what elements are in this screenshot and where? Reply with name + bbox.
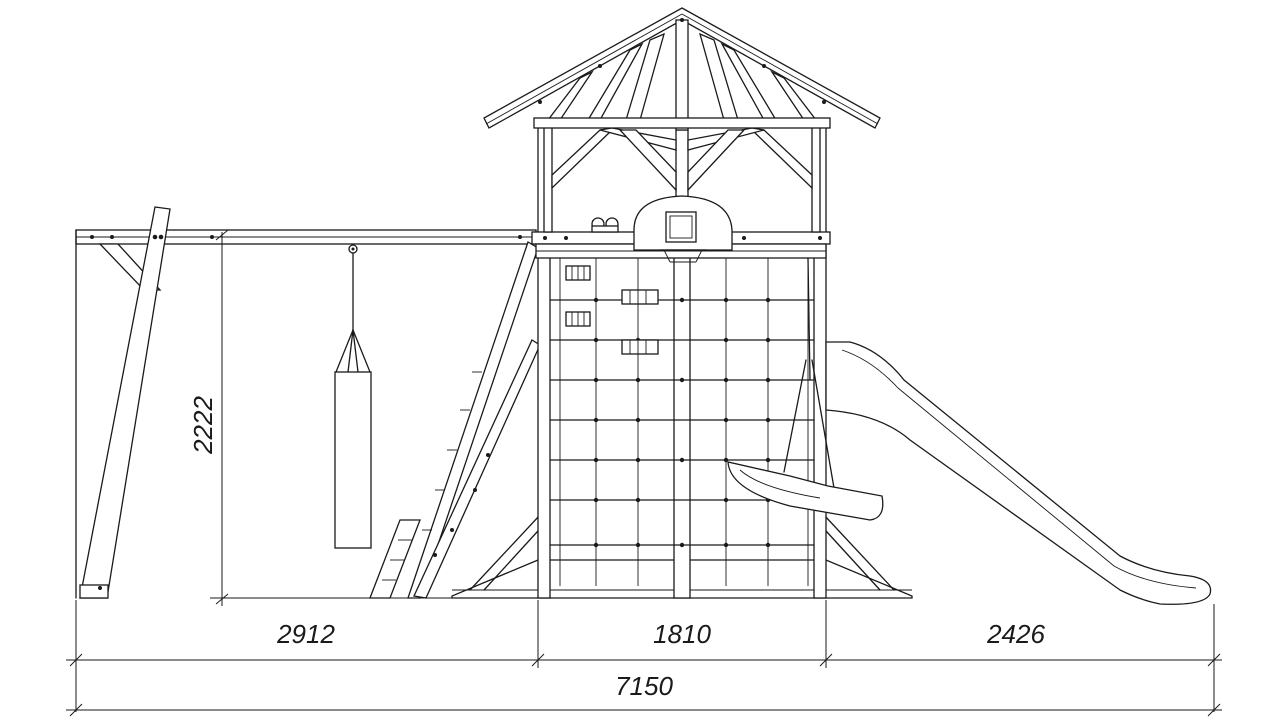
punching-bag [334, 244, 372, 549]
swing-frame [75, 206, 537, 599]
abacus [565, 265, 659, 355]
slide [825, 341, 1212, 605]
nest-swing [727, 257, 884, 521]
tower-width-label: 1810 [653, 619, 711, 649]
swing-width-label: 2912 [276, 619, 335, 649]
ladder [369, 241, 541, 599]
climbing-net-knots [593, 297, 771, 548]
slide-width-label: 2426 [986, 619, 1045, 649]
basketball-hoop [633, 195, 733, 263]
dimension-lines [66, 229, 1222, 717]
tower [451, 121, 913, 599]
height-dimension-label: 2222 [188, 396, 218, 455]
binoculars-icon [591, 217, 619, 233]
roof [483, 7, 881, 131]
total-width-label: 7150 [615, 671, 673, 701]
